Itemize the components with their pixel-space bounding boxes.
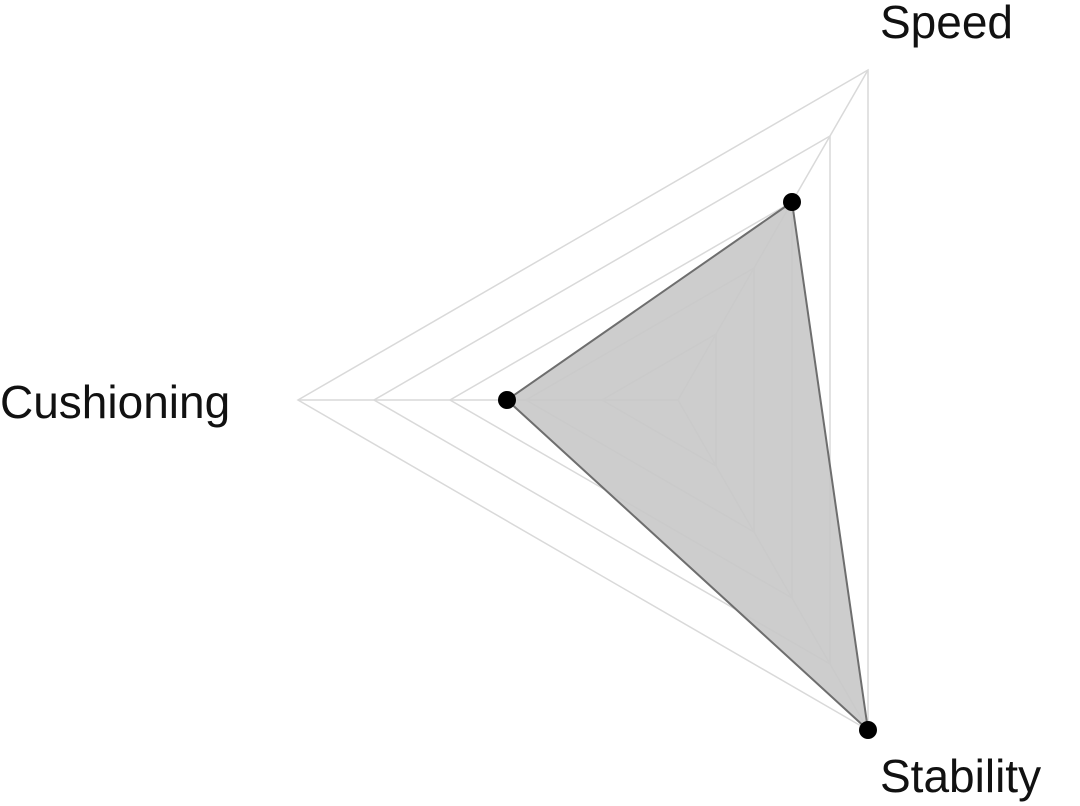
radar-data [498, 193, 877, 739]
data-point-speed [783, 193, 801, 211]
axis-labels: Speed Cushioning Stability [0, 0, 1041, 802]
data-point-cushioning [498, 391, 516, 409]
axis-label-cushioning: Cushioning [0, 376, 230, 428]
grid-ring-4 [372, 134, 831, 666]
axis-label-stability: Stability [880, 750, 1041, 802]
axis-label-speed: Speed [880, 0, 1013, 48]
data-point-stability [859, 721, 877, 739]
series-area-0 [505, 200, 870, 733]
grid-ring-5 [296, 68, 869, 732]
